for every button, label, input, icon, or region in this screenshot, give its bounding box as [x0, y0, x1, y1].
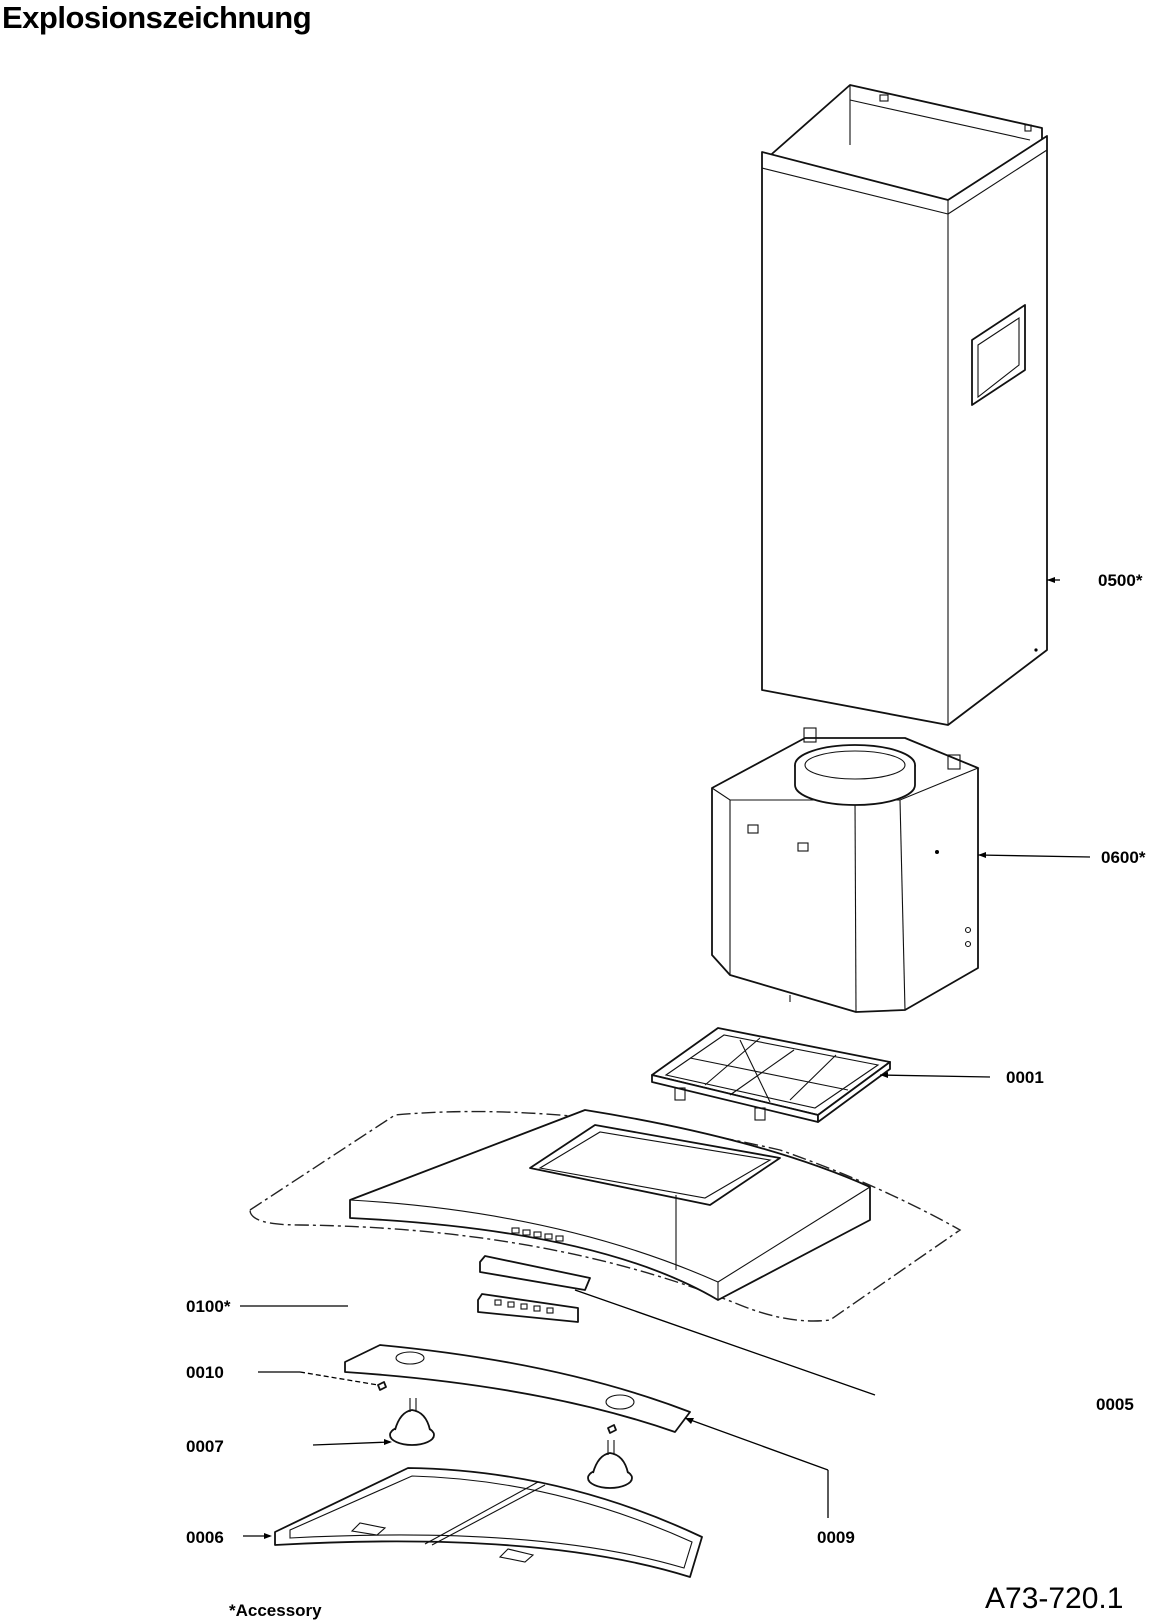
label-0005: 0005 — [1096, 1395, 1134, 1414]
drawing-code: A73-720.1 — [985, 1582, 1123, 1615]
hood-canopy-part[interactable] — [249, 1109, 962, 1322]
chimney-cover-part[interactable] — [761, 84, 1048, 726]
lamp-panel-part[interactable] — [344, 1344, 691, 1433]
label-0001: 0001 — [1006, 1068, 1044, 1087]
control-module-part[interactable] — [477, 1255, 591, 1323]
label-0006: 0006 — [186, 1528, 224, 1547]
footnote: *Accessory — [229, 1601, 322, 1620]
screw-part[interactable] — [377, 1381, 617, 1434]
carbon-filter-part[interactable] — [651, 1027, 891, 1123]
label-0500: 0500* — [1098, 571, 1143, 590]
motor-housing-part[interactable] — [710, 727, 980, 1013]
label-0100: 0100* — [186, 1297, 231, 1316]
label-0010: 0010 — [186, 1363, 224, 1382]
label-0009: 0009 — [817, 1528, 855, 1547]
leader-lines — [240, 577, 1091, 1539]
grease-filter-part[interactable] — [274, 1467, 703, 1578]
label-0007: 0007 — [186, 1437, 224, 1456]
halogen-lamp-part[interactable] — [389, 1398, 633, 1489]
label-0600: 0600* — [1101, 848, 1146, 867]
control-buttons — [511, 1227, 564, 1242]
page-title: Explosionszeichnung — [2, 0, 312, 35]
